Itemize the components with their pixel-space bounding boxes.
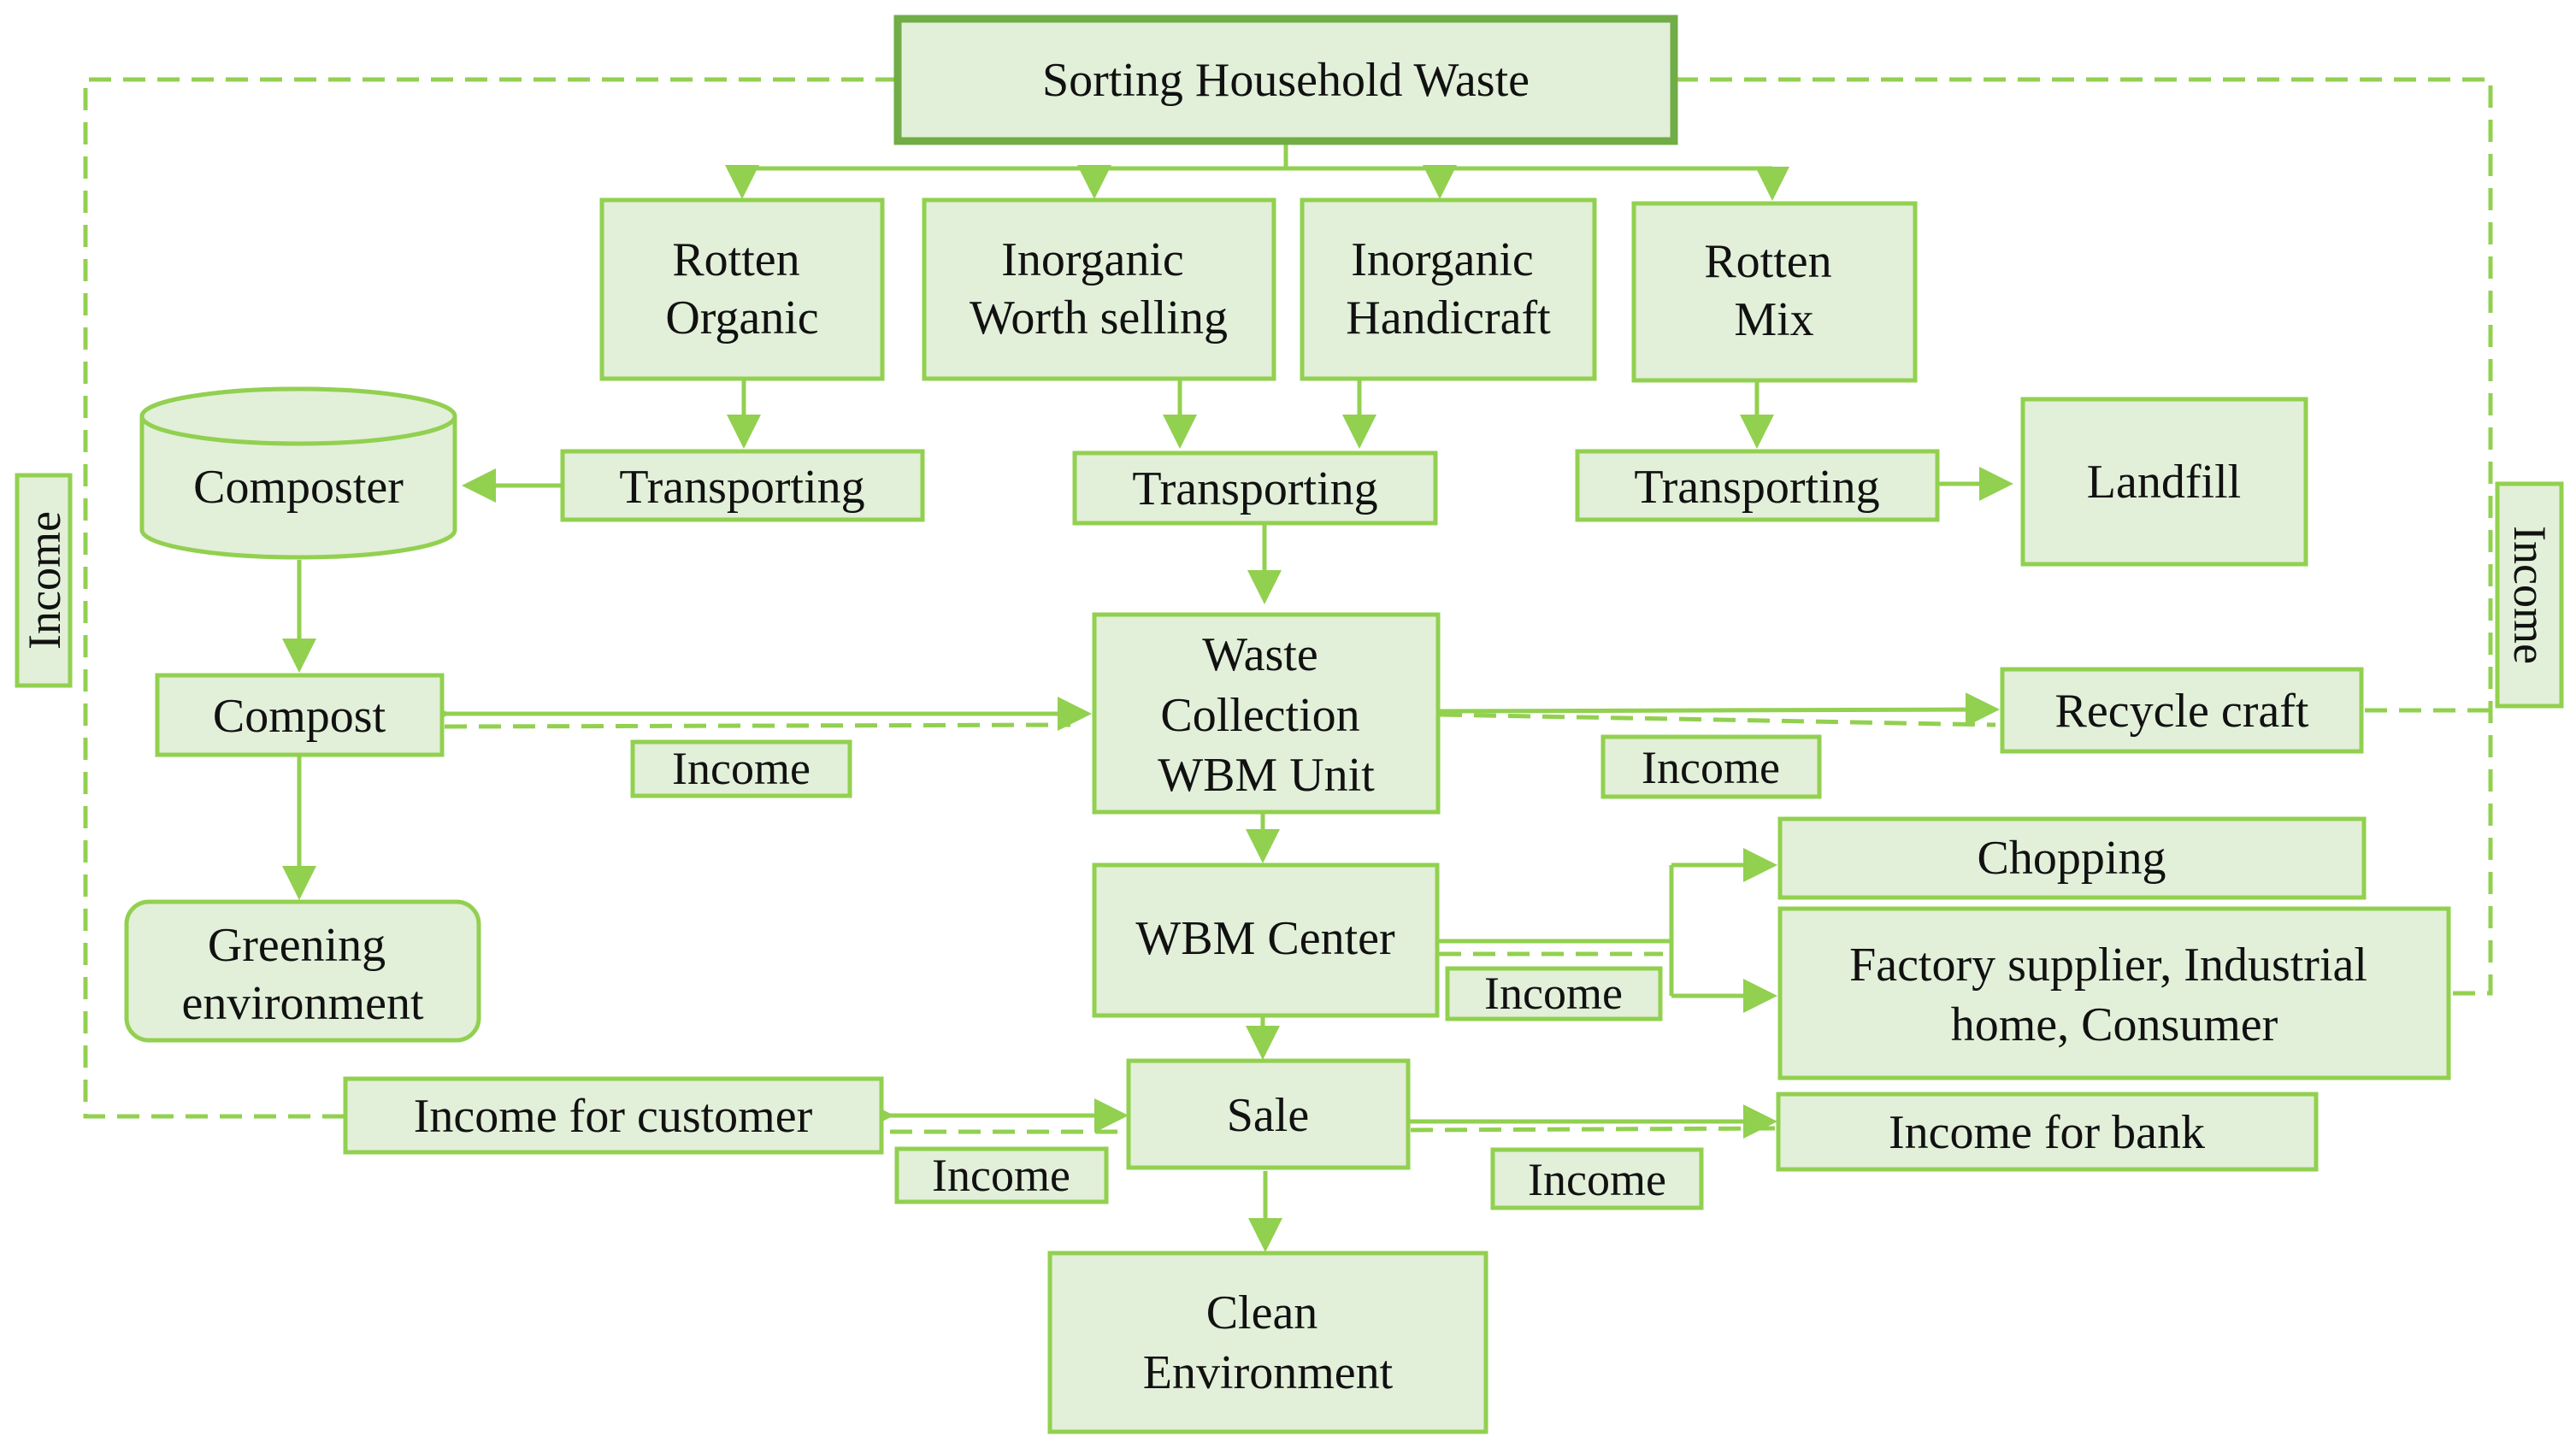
recycle-craft-label: Recycle craft [2055, 685, 2309, 738]
waste-collection-line-1: Waste [1202, 628, 1317, 681]
transporting-mix-label: Transporting [1634, 461, 1879, 514]
transporting-organic-node: Transporting [560, 449, 925, 522]
income-compost-label: Income [672, 743, 811, 794]
flow-connectors [282, 141, 2013, 1252]
rotten-organic-node: Rotten Organic [599, 197, 885, 381]
income-wbm-center-tag: Income [1445, 966, 1663, 1021]
income-bank-label: Income [1528, 1154, 1666, 1205]
sale-label: Sale [1227, 1089, 1309, 1142]
svg-text:Inorganic Handicraft: Inorganic Handicraft [1346, 233, 1551, 344]
wbm-center-node: WBM Center [1092, 862, 1440, 1018]
svg-text:Inorganic Worth selling: Inorganic Worth selling [970, 233, 1228, 344]
inorganic-worth-line-1: Inorganic [1001, 233, 1184, 286]
svg-text:Factory supplier, Industrial: Factory supplier, Industrial home, Consu… [1849, 939, 2379, 1051]
income-recycle-tag: Income [1600, 734, 1822, 799]
income-for-bank-node: Income for bank [1776, 1092, 2319, 1172]
transporting-inorganic-label: Transporting [1132, 462, 1377, 515]
composter-label: Composter [193, 461, 404, 514]
recycle-craft-node: Recycle craft [2000, 667, 2364, 754]
income-bank-tag: Income [1490, 1147, 1704, 1210]
transporting-organic-label: Transporting [619, 461, 864, 514]
inorganic-worth-selling-node: Inorganic Worth selling [922, 197, 1276, 381]
sorting-household-waste-node: Sorting Household Waste [893, 15, 1678, 145]
chopping-label: Chopping [1978, 832, 2166, 885]
compost-node: Compost [155, 673, 445, 757]
greening-line-1: Greening [208, 919, 386, 972]
svg-text:Waste Collection W: Waste Collection WBM Unit [1158, 628, 1375, 802]
sale-node: Sale [1126, 1058, 1411, 1170]
waste-collection-line-3: WBM Unit [1158, 749, 1375, 802]
income-right-vertical-label: Income [2504, 526, 2555, 664]
inorganic-handicraft-node: Inorganic Handicraft [1300, 197, 1597, 381]
waste-collection-line-2: Collection [1160, 689, 1359, 742]
transporting-inorganic-node: Transporting [1072, 450, 1438, 526]
income-wbm-center-label: Income [1484, 968, 1623, 1019]
income-for-customer-label: Income for customer [414, 1090, 813, 1143]
income-customer-tag: Income [894, 1146, 1109, 1204]
composter-node: Composter [139, 386, 457, 560]
rotten-mix-node: Rotten Mix [1631, 201, 1918, 383]
svg-text:Clean Environment: Clean Environment [1143, 1286, 1394, 1399]
rotten-organic-line-1: Rotten [672, 233, 799, 286]
clean-environment-node: Clean Environment [1047, 1251, 1488, 1434]
factory-line-1: Factory supplier, Industrial [1849, 939, 2367, 992]
greening-environment-node: Greening environment [124, 899, 481, 1043]
income-left-vertical-label: Income [19, 511, 70, 650]
income-compost-tag: Income [630, 739, 852, 798]
income-recycle-label: Income [1642, 742, 1780, 793]
landfill-label: Landfill [2087, 456, 2241, 509]
factory-line-2: home, Consumer [1951, 998, 2278, 1051]
chopping-node: Chopping [1777, 816, 2367, 900]
inorganic-handicraft-line-1: Inorganic [1351, 233, 1534, 286]
svg-text:Greening environment: Greening environment [181, 919, 423, 1030]
clean-env-line-1: Clean [1206, 1286, 1318, 1339]
factory-supplier-node: Factory supplier, Industrial home, Consu… [1777, 906, 2451, 1080]
clean-env-line-2: Environment [1143, 1346, 1394, 1399]
svg-text:Rotten Mix: Rotten Mix [1704, 235, 1843, 346]
income-for-bank-label: Income for bank [1889, 1106, 2205, 1159]
income-right-vertical: Income [2495, 481, 2564, 709]
waste-collection-wbm-unit-node: Waste Collection WBM Unit [1092, 612, 1441, 815]
compost-label: Compost [213, 690, 386, 743]
rotten-mix-line-2: Mix [1734, 293, 1813, 346]
rotten-mix-line-1: Rotten [1704, 235, 1831, 288]
income-customer-label: Income [932, 1150, 1070, 1201]
income-for-customer-node: Income for customer [343, 1076, 884, 1155]
transporting-mix-node: Transporting [1575, 449, 1940, 522]
rotten-organic-line-2: Organic [665, 291, 818, 344]
landfill-node: Landfill [2020, 397, 2308, 567]
svg-text:Rotten Organic: Rotten Organic [665, 233, 818, 344]
sorting-label: Sorting Household Waste [1042, 54, 1530, 107]
inorganic-worth-line-2: Worth selling [970, 291, 1228, 344]
income-left-vertical: Income [15, 473, 73, 688]
wbm-center-label: WBM Center [1135, 912, 1395, 965]
greening-line-2: environment [181, 977, 423, 1030]
inorganic-handicraft-line-2: Handicraft [1346, 291, 1551, 344]
